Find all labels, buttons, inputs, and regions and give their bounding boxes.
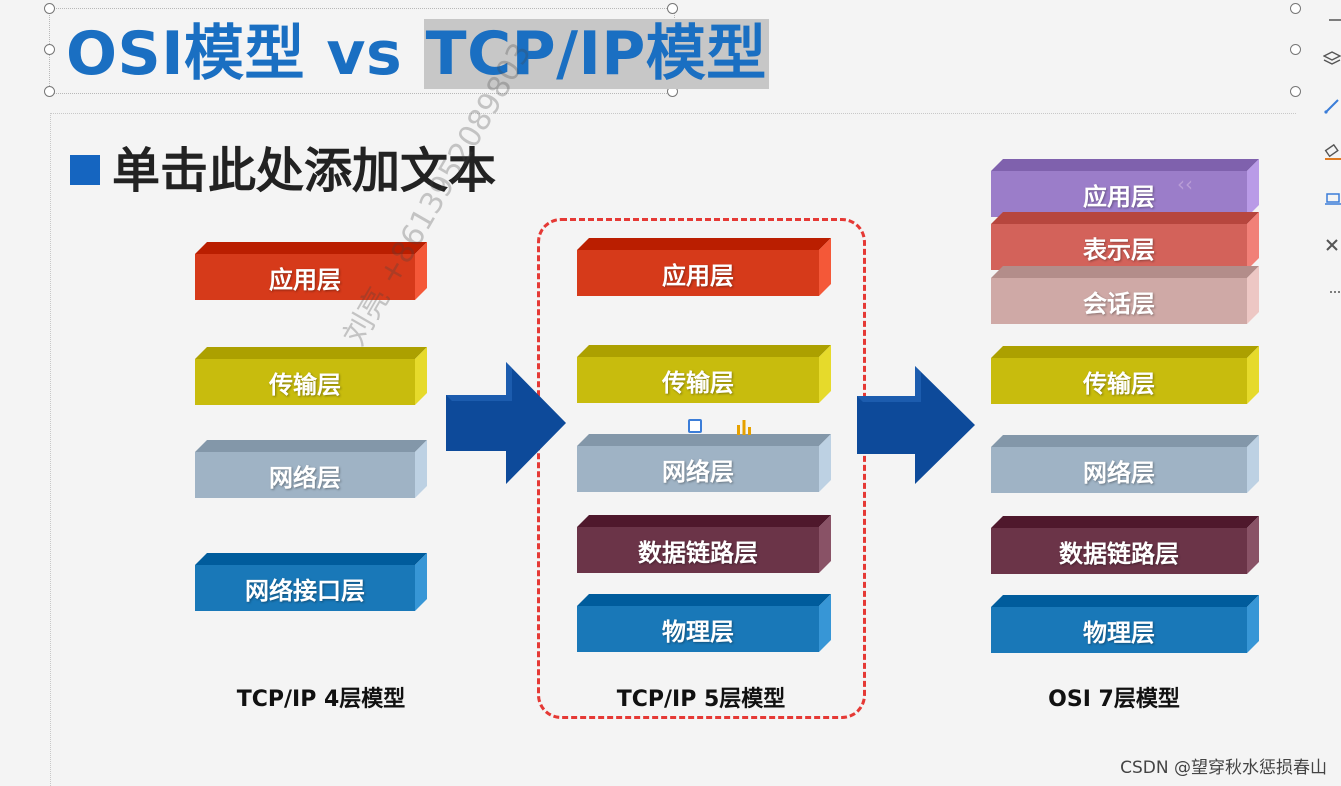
layer-block-shape [195, 553, 427, 611]
csdn-credit: CSDN @望穿秋水惩损春山 [1120, 758, 1327, 778]
tools-icon[interactable] [1323, 236, 1341, 254]
layer-block-shape [991, 435, 1259, 493]
title-part-tcpip-selected: TCP/IP模型 [423, 19, 769, 89]
layer-label: 数据链路层 [638, 538, 758, 567]
highlight-dashed-frame [537, 218, 866, 719]
minimize-icon[interactable] [1323, 10, 1341, 28]
quote-mark-icon: ‹‹ [1177, 172, 1193, 196]
layer-block-shape [991, 346, 1259, 404]
layer-block-shape [195, 347, 427, 405]
slide-title[interactable]: OSI模型 vs TCP/IP模型 [66, 18, 769, 90]
layer-label: 应用层 [269, 265, 341, 294]
layer-label: 传输层 [269, 370, 341, 399]
layer-block-shape [577, 434, 831, 492]
layer-label: 数据链路层 [1059, 539, 1179, 568]
resize-handle[interactable] [1290, 86, 1301, 97]
arrow-right-icon [446, 362, 566, 484]
layer-block: 会话层 [991, 266, 1259, 326]
layer-label: 会话层 [1083, 289, 1155, 318]
resize-handle[interactable] [44, 86, 55, 97]
layer-block-shape [577, 345, 831, 403]
layer-block-shape [195, 242, 427, 300]
laptop-icon[interactable] [1323, 190, 1341, 208]
layer-label: 传输层 [662, 368, 734, 397]
layer-block: 应用层 [195, 242, 427, 302]
layer-label: 网络接口层 [245, 576, 365, 605]
layer-block: 物理层 [991, 595, 1259, 655]
layer-label: 传输层 [1083, 369, 1155, 398]
layer-label: 网络层 [662, 457, 734, 486]
layer-label: 应用层 [1083, 182, 1155, 211]
resize-handle[interactable] [44, 3, 55, 14]
resize-handle[interactable] [44, 44, 55, 55]
layer-block: 网络层 [991, 435, 1259, 495]
layer-block: 物理层 [577, 594, 831, 654]
resize-handle[interactable] [1290, 44, 1301, 55]
layer-block: 数据链路层 [577, 515, 831, 575]
layer-block-shape [991, 159, 1259, 217]
arrow-right-icon [857, 366, 975, 484]
layer-block: 表示层 [991, 212, 1259, 272]
layer-label: 物理层 [662, 617, 734, 646]
layer-label: 应用层 [662, 261, 734, 290]
layer-label: 网络层 [269, 463, 341, 492]
layer-block: 网络接口层 [195, 553, 427, 613]
layer-label: 网络层 [1083, 458, 1155, 487]
layer-block-shape [991, 595, 1259, 653]
layer-block: 数据链路层 [991, 516, 1259, 576]
layer-block: 传输层 [991, 346, 1259, 406]
layer-block: 应用层 [991, 159, 1259, 219]
caption-tcpip-5: TCP/IP 5层模型 [616, 687, 786, 712]
eraser-icon[interactable] [1323, 143, 1341, 161]
layer-block-shape [577, 238, 831, 296]
layer-block-shape [195, 440, 427, 498]
layer-block-shape [577, 594, 831, 652]
layer-block-shape [991, 516, 1259, 574]
more-icon[interactable] [1323, 283, 1341, 301]
image-icon[interactable] [688, 419, 702, 433]
layer-block: 网络层 [577, 434, 831, 494]
slide-canvas[interactable] [50, 113, 1296, 786]
layer-block-shape [991, 266, 1259, 324]
layer-block: 网络层 [195, 440, 427, 500]
text-placeholder[interactable]: 单击此处添加文本 [112, 143, 497, 199]
title-part-osi: OSI模型 vs [66, 19, 424, 89]
side-toolbar [1319, 0, 1341, 320]
bullet-square-icon [70, 155, 100, 185]
resize-handle[interactable] [667, 3, 678, 14]
layer-block-shape [577, 515, 831, 573]
chart-icon[interactable] [735, 419, 753, 435]
layer-block: 传输层 [195, 347, 427, 407]
layer-block: 传输层 [577, 345, 831, 405]
caption-tcpip-4: TCP/IP 4层模型 [236, 687, 406, 712]
layers-icon[interactable] [1323, 50, 1341, 68]
layer-label: 表示层 [1083, 235, 1155, 264]
caption-osi-7: OSI 7层模型 [1048, 687, 1180, 712]
layer-label: 物理层 [1083, 618, 1155, 647]
pen-icon[interactable] [1323, 97, 1341, 115]
layer-block: 应用层 [577, 238, 831, 298]
layer-block-shape [991, 212, 1259, 270]
resize-handle[interactable] [1290, 3, 1301, 14]
